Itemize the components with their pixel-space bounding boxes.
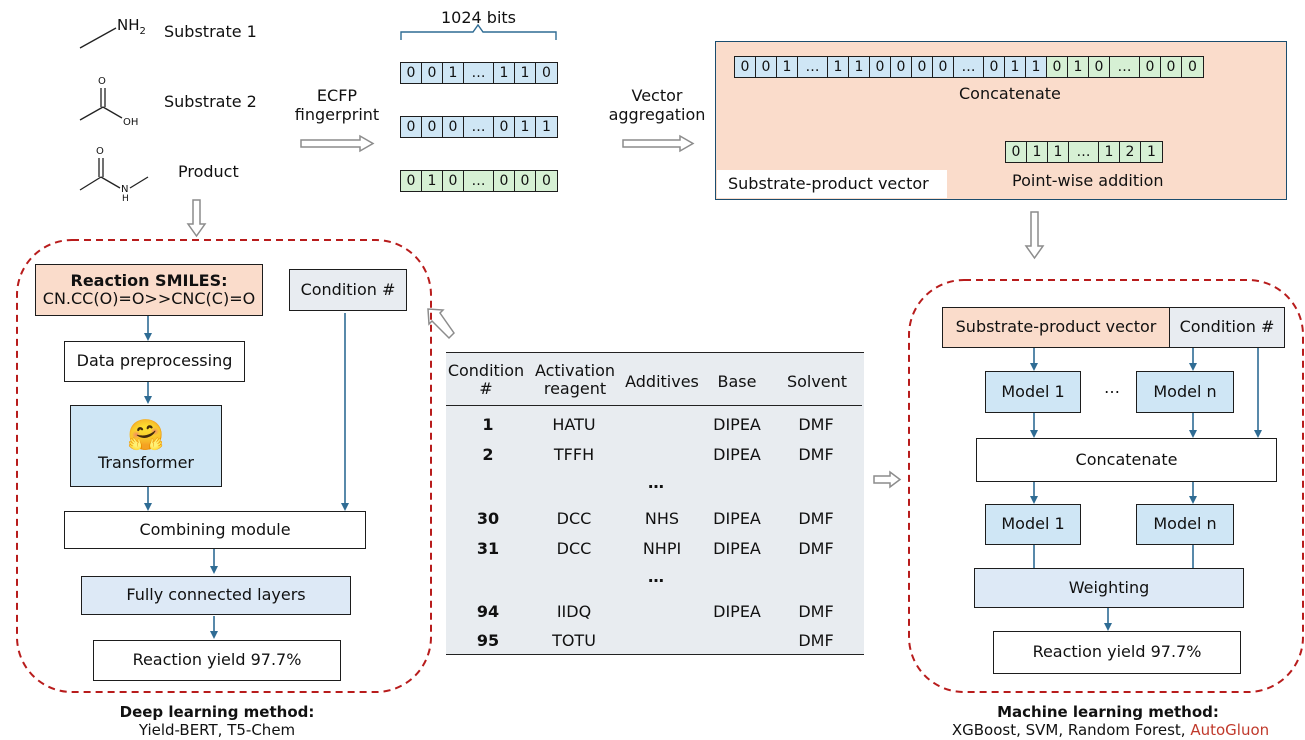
arrow-aggregation <box>622 134 695 153</box>
substrate1-structure <box>79 27 117 49</box>
hugging-face-icon: 🤗 <box>127 418 165 454</box>
bits-count-label: 1024 bits <box>441 8 517 27</box>
nh2-atom-label: NH2 <box>117 16 146 37</box>
arrow-down-right <box>1024 211 1045 260</box>
table-header-rule <box>446 405 862 406</box>
ml-reaction-yield-box: Reaction yield 97.7% <box>993 631 1241 674</box>
hydrogen-label: H <box>122 194 129 204</box>
conditions-table: Condition # Activation reagent Additives… <box>446 352 864 655</box>
substrate-product-vector-label: Substrate-product vector <box>717 170 947 198</box>
substrate1-label: Substrate 1 <box>164 22 257 41</box>
arrow-down-left <box>186 199 207 238</box>
model-1-bottom-box: Model 1 <box>985 504 1081 545</box>
table-header: Solvent <box>786 372 848 391</box>
transformer-box: 🤗 Transformer <box>70 405 222 487</box>
weighting-box: Weighting <box>974 568 1244 608</box>
dl-method-title: Deep learning method: <box>119 703 315 721</box>
arrow-table-to-ml <box>873 470 902 489</box>
oxygen-label: O <box>96 146 104 157</box>
table-header: Activation reagent <box>534 361 616 399</box>
autogluon-highlight: AutoGluon <box>1190 721 1270 739</box>
nitrogen-label: N <box>121 184 129 195</box>
combining-module-box: Combining module <box>64 511 366 549</box>
ml-method-models: XGBoost, SVM, Random Forest, AutoGluon <box>951 721 1270 739</box>
hollow-arrows <box>186 134 1045 489</box>
product-structure <box>79 158 149 191</box>
arrow-fingerprint <box>300 134 375 153</box>
ml-method-title: Machine learning method: <box>997 703 1219 721</box>
pointwise-addition-label: Point-wise addition <box>1012 171 1164 190</box>
table-header: Additives <box>625 372 699 391</box>
ml-condition-box: Condition # <box>1169 307 1285 348</box>
substrate2-structure <box>79 88 123 121</box>
fully-connected-layers-box: Fully connected layers <box>81 576 351 615</box>
model-n-bottom-box: Model n <box>1136 504 1234 545</box>
hydroxyl-label: OH <box>123 117 139 128</box>
condition-box: Condition # <box>289 269 407 311</box>
arrow-table-to-dl <box>427 308 455 340</box>
reaction-smiles-box: Reaction SMILES: CN.CC(O)=O>>CNC(C)=O <box>35 264 263 316</box>
concatenate-label: Concatenate <box>959 84 1061 103</box>
dl-reaction-yield-box: Reaction yield 97.7% <box>93 640 341 681</box>
table-header: Base <box>717 372 757 391</box>
dl-method-models: Yield-BERT, T5-Chem <box>138 721 296 739</box>
model-1-top-box: Model 1 <box>985 371 1081 413</box>
model-n-top-box: Model n <box>1136 371 1234 413</box>
machine-learning-panel <box>908 279 1304 693</box>
ml-concatenate-box: Concatenate <box>976 438 1277 482</box>
product-label: Product <box>178 162 239 181</box>
models-ellipsis: … <box>1104 378 1120 397</box>
ml-vector-box: Substrate-product vector <box>942 307 1170 348</box>
substrate2-label: Substrate 2 <box>164 92 257 111</box>
bits-brace <box>400 23 557 40</box>
oxygen-label: O <box>98 76 106 87</box>
data-preprocessing-box: Data preprocessing <box>64 341 245 382</box>
table-header: Condition # <box>447 361 525 399</box>
